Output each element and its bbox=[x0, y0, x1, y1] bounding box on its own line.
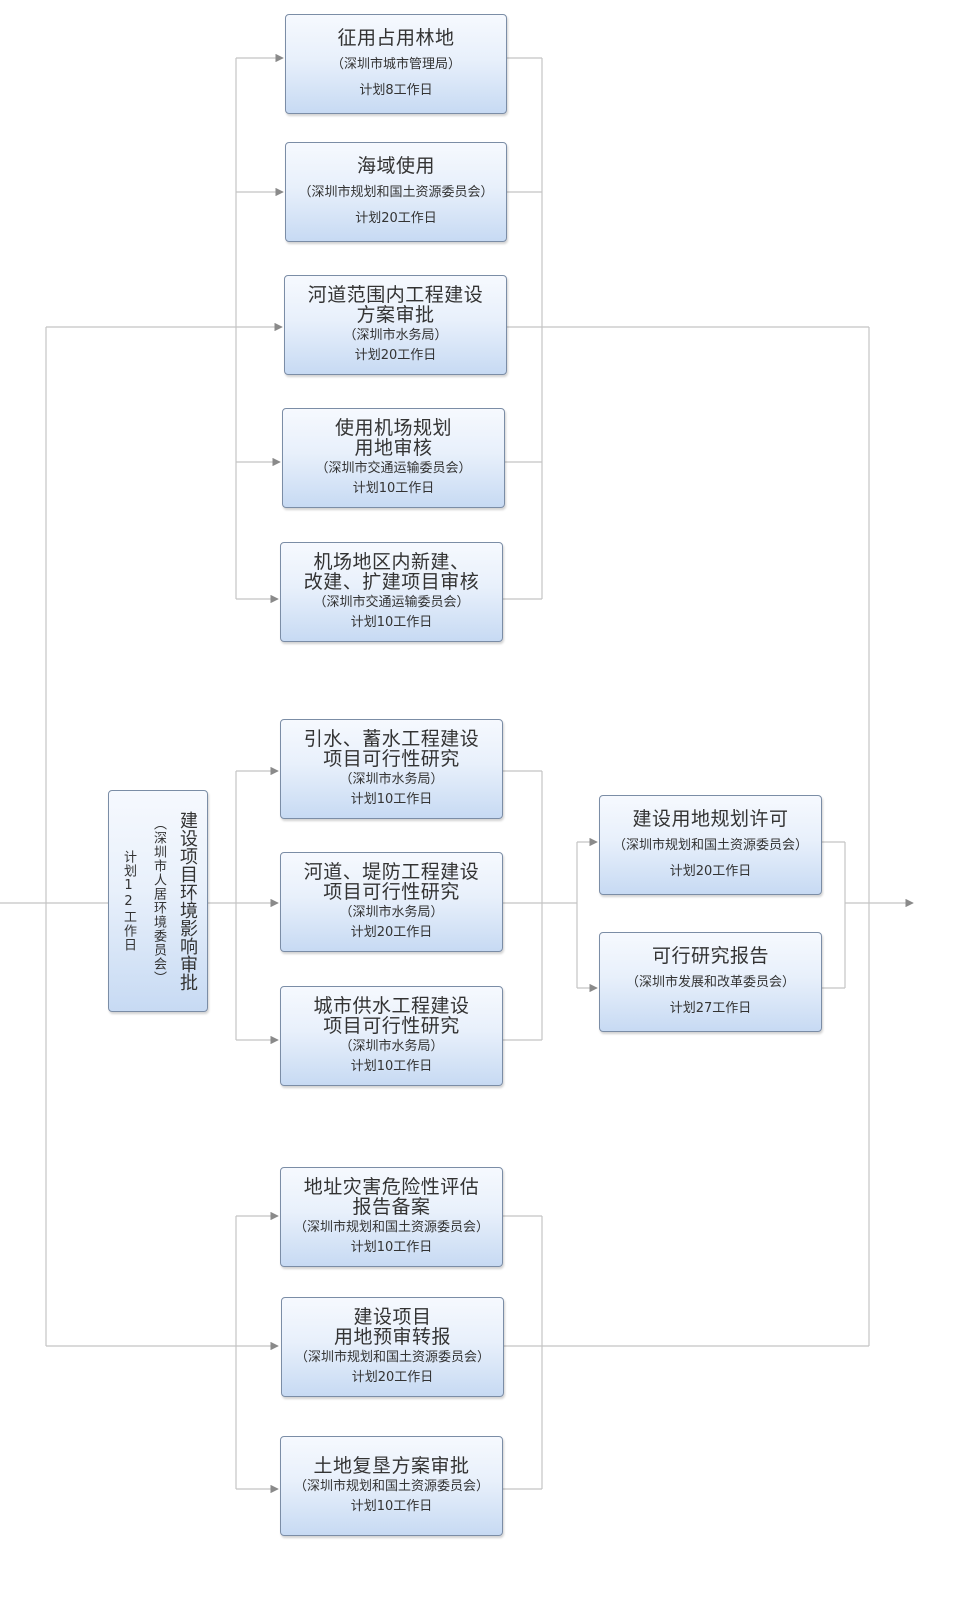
node-plan: 计划10工作日 bbox=[350, 1059, 433, 1074]
node-geohazard-filing: 地址灾害危险性评估 报告备案 （深圳市规划和国土资源委员会） 计划10工作日 bbox=[280, 1167, 503, 1267]
node-title: 征用占用林地 bbox=[337, 27, 455, 49]
node-plan: 计划20工作日 bbox=[669, 864, 752, 879]
node-org: （深圳市交通运输委员会） bbox=[315, 461, 472, 476]
node-land-planning-permit: 建设用地规划许可 （深圳市规划和国土资源委员会） 计划20工作日 bbox=[599, 795, 822, 895]
node-org: （深圳市发展和改革委员会） bbox=[625, 975, 795, 990]
node-plan: 计划10工作日 bbox=[352, 481, 435, 496]
node-org: （深圳市水务局） bbox=[339, 772, 444, 787]
node-title: 地址灾害危险性评估 报告备案 bbox=[303, 1176, 480, 1218]
start-node-org: （深圳市人居环境委员会） bbox=[151, 817, 166, 985]
node-plan: 计划10工作日 bbox=[350, 615, 433, 630]
node-title: 使用机场规划 用地审核 bbox=[334, 417, 452, 459]
node-plan: 计划20工作日 bbox=[355, 211, 437, 226]
node-airport-construction-review: 机场地区内新建、 改建、扩建项目审核 （深圳市交通运输委员会） 计划10工作日 bbox=[280, 542, 503, 642]
node-title: 城市供水工程建设 项目可行性研究 bbox=[313, 995, 470, 1037]
node-water-supply-feasibility: 城市供水工程建设 项目可行性研究 （深圳市水务局） 计划10工作日 bbox=[280, 986, 503, 1086]
node-org: （深圳市城市管理局） bbox=[330, 57, 461, 72]
node-org: （深圳市规划和国土资源委员会） bbox=[294, 1350, 490, 1365]
node-plan: 计划10工作日 bbox=[350, 1240, 433, 1255]
start-node-plan: 计划12工作日 bbox=[121, 850, 136, 952]
node-org: （深圳市交通运输委员会） bbox=[313, 595, 470, 610]
node-title: 引水、蓄水工程建设 项目可行性研究 bbox=[303, 728, 480, 770]
node-title: 机场地区内新建、 改建、扩建项目审核 bbox=[303, 551, 480, 593]
start-node-environment-approval: 建设项目环境影响审批 （深圳市人居环境委员会） 计划12工作日 bbox=[108, 790, 208, 1012]
node-plan: 计划27工作日 bbox=[669, 1001, 752, 1016]
node-org: （深圳市规划和国土资源委员会） bbox=[298, 185, 494, 200]
node-title: 河道、堤防工程建设 项目可行性研究 bbox=[303, 861, 480, 903]
node-org: （深圳市水务局） bbox=[343, 328, 448, 343]
node-plan: 计划20工作日 bbox=[351, 1370, 434, 1385]
node-plan: 计划20工作日 bbox=[354, 348, 437, 363]
node-plan: 计划10工作日 bbox=[350, 792, 433, 807]
node-water-diversion-feasibility: 引水、蓄水工程建设 项目可行性研究 （深圳市水务局） 计划10工作日 bbox=[280, 719, 503, 819]
node-plan: 计划20工作日 bbox=[350, 925, 433, 940]
node-title: 海域使用 bbox=[356, 155, 435, 177]
node-feasibility-report: 可行研究报告 （深圳市发展和改革委员会） 计划27工作日 bbox=[599, 932, 822, 1032]
node-title: 河道范围内工程建设 方案审批 bbox=[307, 284, 484, 326]
node-sea-area-use: 海域使用 （深圳市规划和国土资源委员会） 计划20工作日 bbox=[285, 142, 507, 242]
node-airport-land-review: 使用机场规划 用地审核 （深圳市交通运输委员会） 计划10工作日 bbox=[282, 408, 505, 508]
node-forest-land: 征用占用林地 （深圳市城市管理局） 计划8工作日 bbox=[285, 14, 507, 114]
node-org: （深圳市水务局） bbox=[339, 905, 444, 920]
start-node-title: 建设项目环境影响审批 bbox=[177, 811, 198, 991]
node-land-pre-review: 建设项目 用地预审转报 （深圳市规划和国土资源委员会） 计划20工作日 bbox=[281, 1297, 504, 1397]
node-org: （深圳市规划和国土资源委员会） bbox=[612, 838, 808, 853]
node-title: 建设用地规划许可 bbox=[632, 808, 789, 830]
node-plan: 计划10工作日 bbox=[350, 1499, 433, 1514]
node-org: （深圳市水务局） bbox=[339, 1039, 444, 1054]
node-river-dike-feasibility: 河道、堤防工程建设 项目可行性研究 （深圳市水务局） 计划20工作日 bbox=[280, 852, 503, 952]
node-title: 可行研究报告 bbox=[651, 945, 769, 967]
node-land-reclamation-approval: 土地复垦方案审批 （深圳市规划和国土资源委员会） 计划10工作日 bbox=[280, 1436, 503, 1536]
node-org: （深圳市规划和国土资源委员会） bbox=[293, 1479, 489, 1494]
node-title: 建设项目 用地预审转报 bbox=[333, 1306, 451, 1348]
node-plan: 计划8工作日 bbox=[359, 83, 433, 98]
node-org: （深圳市规划和国土资源委员会） bbox=[293, 1220, 489, 1235]
node-river-project-approval: 河道范围内工程建设 方案审批 （深圳市水务局） 计划20工作日 bbox=[284, 275, 507, 375]
node-title: 土地复垦方案审批 bbox=[313, 1455, 470, 1477]
